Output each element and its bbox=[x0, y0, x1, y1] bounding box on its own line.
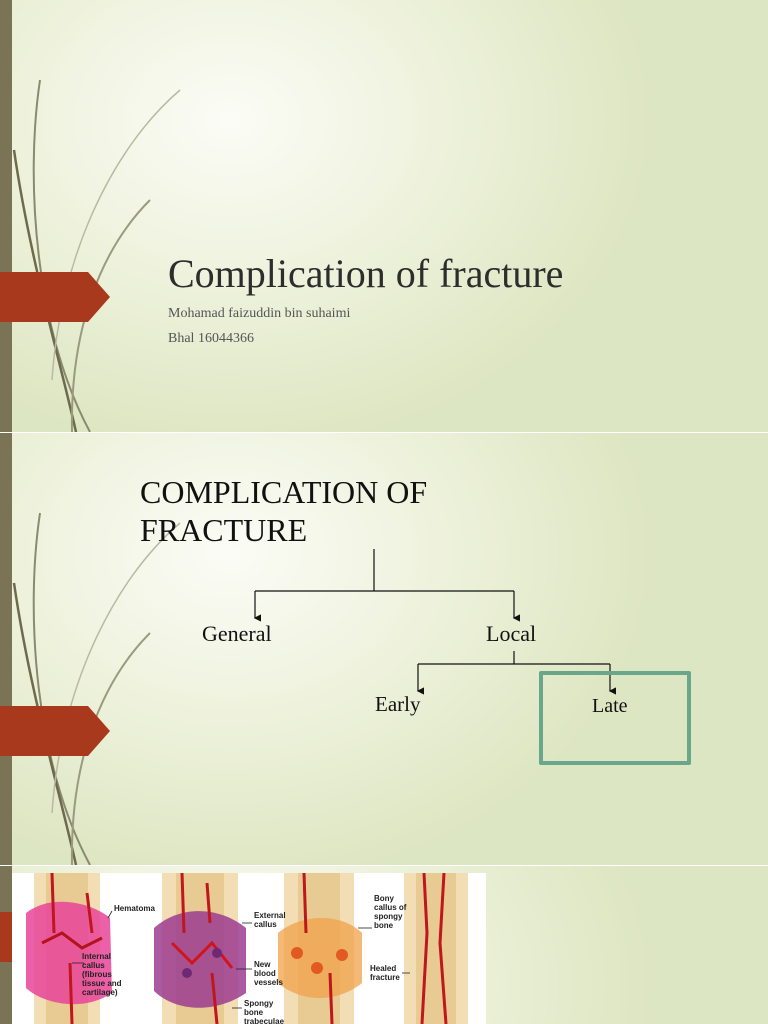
node-late: Late bbox=[592, 695, 628, 717]
label-vessels-2: blood bbox=[254, 969, 276, 978]
sidebar-stripe bbox=[0, 433, 12, 865]
label-healed-1: Healed bbox=[370, 964, 396, 973]
label-bony-3: spongy bbox=[374, 912, 403, 921]
label-vessels-3: vessels bbox=[254, 978, 283, 987]
healing-figure-slide: Hematoma Internal callus (fibrous tissue… bbox=[0, 866, 768, 1024]
heading-line-2: FRACTURE bbox=[140, 512, 308, 548]
label-bony-2: callus of bbox=[374, 903, 407, 912]
node-local: Local bbox=[486, 621, 537, 646]
accent-arrow-tab bbox=[0, 272, 110, 322]
author-name: Mohamad faizuddin bin suhaimi bbox=[168, 306, 351, 321]
student-id: Bhal 16044366 bbox=[168, 331, 254, 346]
title-slide: Complication of fracture Mohamad faizudd… bbox=[0, 0, 768, 432]
stage-callus bbox=[154, 872, 246, 1024]
accent-arrow-tab bbox=[0, 706, 110, 756]
heading-line-1: COMPLICATION OF bbox=[140, 474, 428, 510]
slide-heading: COMPLICATION OF FRACTURE bbox=[140, 473, 427, 549]
classification-slide: COMPLICATION OF FRACTURE General Local E… bbox=[0, 433, 768, 865]
sidebar-stripe bbox=[0, 0, 12, 432]
label-internal-5: cartilage) bbox=[82, 988, 118, 997]
label-healed-2: fracture bbox=[370, 973, 400, 982]
bone-healing-illustration: Hematoma Internal callus (fibrous tissue… bbox=[26, 872, 468, 1024]
label-spongy-2: bone bbox=[244, 1008, 264, 1017]
label-spongy-1: Spongy bbox=[244, 999, 274, 1008]
stage-bony-callus bbox=[278, 872, 362, 1024]
label-internal-3: (fibrous bbox=[82, 970, 112, 979]
label-bony-1: Bony bbox=[374, 894, 395, 903]
label-external-2: callus bbox=[254, 920, 277, 929]
node-early: Early bbox=[375, 692, 421, 716]
bone-healing-figure: Hematoma Internal callus (fibrous tissue… bbox=[12, 872, 486, 1024]
label-spongy-3: trabeculae bbox=[244, 1017, 285, 1024]
node-general: General bbox=[202, 621, 272, 646]
highlight-box bbox=[539, 671, 691, 765]
label-internal-4: tissue and bbox=[82, 979, 122, 988]
tree-connectors bbox=[253, 549, 616, 695]
label-internal-2: callus bbox=[82, 961, 105, 970]
label-hematoma: Hematoma bbox=[114, 904, 155, 913]
label-bony-4: bone bbox=[374, 921, 394, 930]
label-external-1: External bbox=[254, 911, 286, 920]
decorative-swooshes bbox=[12, 79, 181, 432]
label-vessels-1: New bbox=[254, 960, 271, 969]
stage-healed bbox=[404, 872, 468, 1024]
slide-title: Complication of fracture bbox=[168, 251, 564, 296]
label-internal-1: Internal bbox=[82, 952, 111, 961]
stage-hematoma bbox=[26, 872, 112, 1024]
